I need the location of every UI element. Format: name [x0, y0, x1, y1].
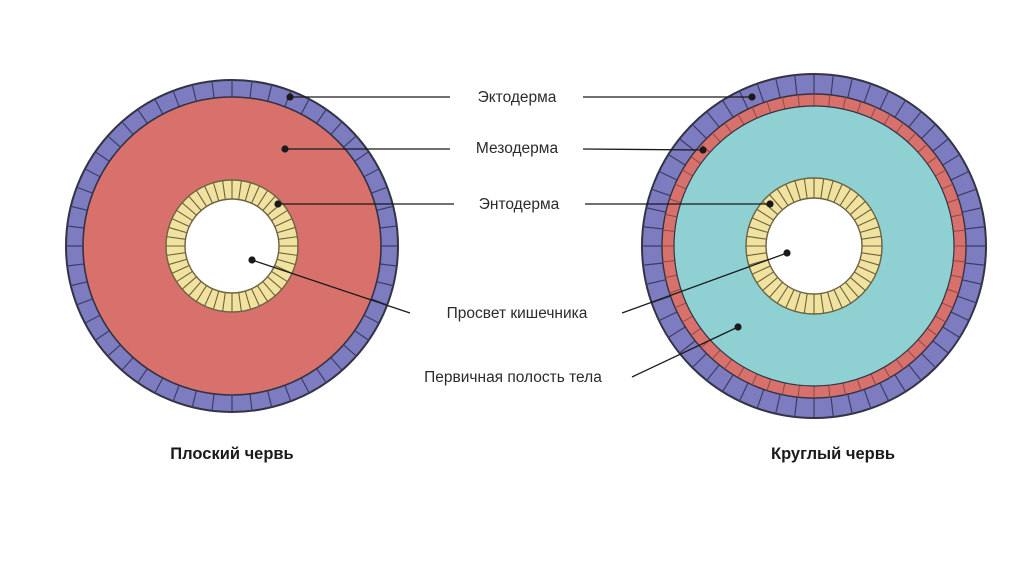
leader-lines [248, 93, 791, 378]
leader-lumen-right [621, 252, 788, 314]
endoderm-cell-walls [746, 178, 882, 314]
dot-endoderm-flatworm [274, 200, 282, 208]
label-primary-body-cavity: Первичная полость тела [424, 369, 602, 386]
ectoderm-cell-walls [642, 74, 986, 418]
dot-ectoderm-flatworm [286, 93, 294, 101]
dot-mesoderm-flatworm [281, 145, 289, 153]
dot-mesoderm-roundworm [699, 146, 707, 154]
dot-cavity-roundworm [734, 323, 742, 331]
dot-lumen-flatworm [248, 256, 256, 264]
label-mesoderm: Мезодерма [476, 140, 559, 157]
leader-lumen-left [251, 259, 411, 314]
caption-flatworm: Плоский червь [170, 445, 293, 463]
dot-lumen-roundworm [783, 249, 791, 257]
ectoderm-cell-walls [66, 80, 398, 412]
leader-mesoderm-right [582, 148, 704, 151]
leader-cavity [631, 326, 739, 378]
dot-ectoderm-roundworm [748, 93, 756, 101]
dot-endoderm-roundworm [766, 200, 774, 208]
label-ectoderm: Эктодерма [478, 89, 557, 106]
mesoderm-cell-walls [662, 94, 966, 398]
flatworm-cross-section [65, 79, 399, 413]
caption-roundworm: Круглый червь [771, 445, 895, 463]
roundworm-cross-section [641, 73, 987, 419]
intestinal-lumen [765, 197, 863, 295]
label-endoderm: Энтодерма [479, 196, 560, 213]
endoderm-cell-walls [166, 180, 298, 312]
label-intestinal-lumen: Просвет кишечника [447, 305, 588, 322]
intestinal-lumen [184, 198, 280, 294]
